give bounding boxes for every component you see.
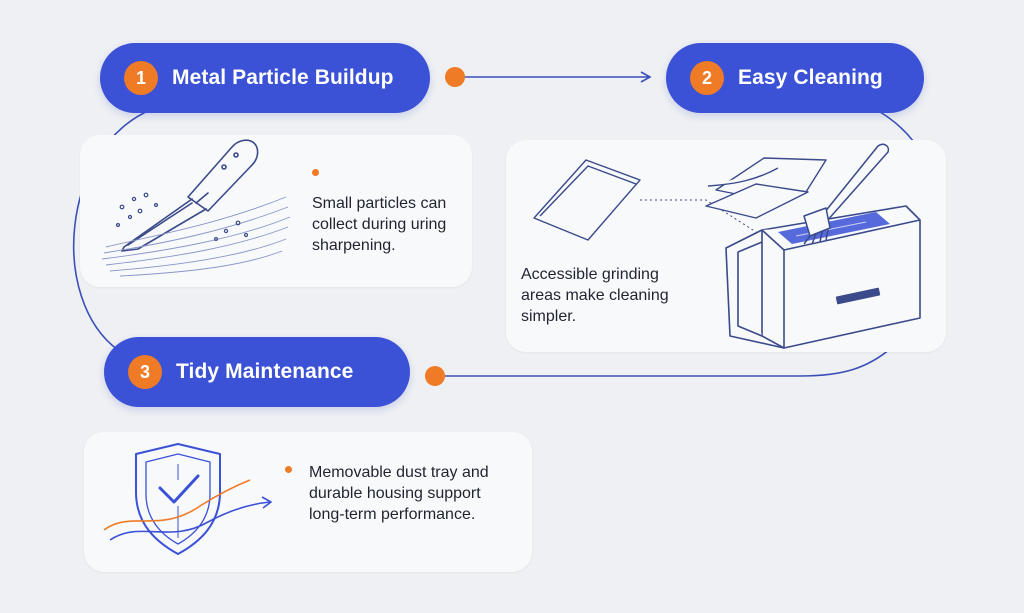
step-1-number: 1	[124, 61, 158, 95]
step-3-description: Memovable dust tray and durable housing …	[309, 464, 489, 523]
step-3-bullet	[285, 466, 292, 473]
step-2-header: 2 Easy Cleaning	[666, 43, 924, 113]
step-1-header: 1 Metal Particle Buildup	[100, 43, 430, 113]
step-2-number: 2	[690, 61, 724, 95]
step-2-description: Accessible grinding areas make cleaning …	[521, 266, 669, 325]
step-3-card	[84, 432, 532, 572]
shield-check-icon	[103, 443, 272, 555]
step-1-card	[80, 135, 472, 287]
step-1-description: Small particles can collect during uring…	[312, 195, 447, 254]
step-3-title: Tidy Maintenance	[176, 360, 354, 383]
step-3-number: 3	[128, 355, 162, 389]
step-3-header: 3 Tidy Maintenance	[104, 337, 410, 407]
knife-icon	[101, 139, 291, 277]
connector-dot-3	[425, 366, 445, 386]
connector-dot-1	[445, 67, 465, 87]
step-1-bullet	[312, 169, 319, 176]
step-1-title: Metal Particle Buildup	[172, 66, 394, 89]
loop-left	[72, 109, 151, 351]
sharpener-with-brush-icon	[533, 143, 921, 349]
step-2-title: Easy Cleaning	[738, 66, 883, 89]
